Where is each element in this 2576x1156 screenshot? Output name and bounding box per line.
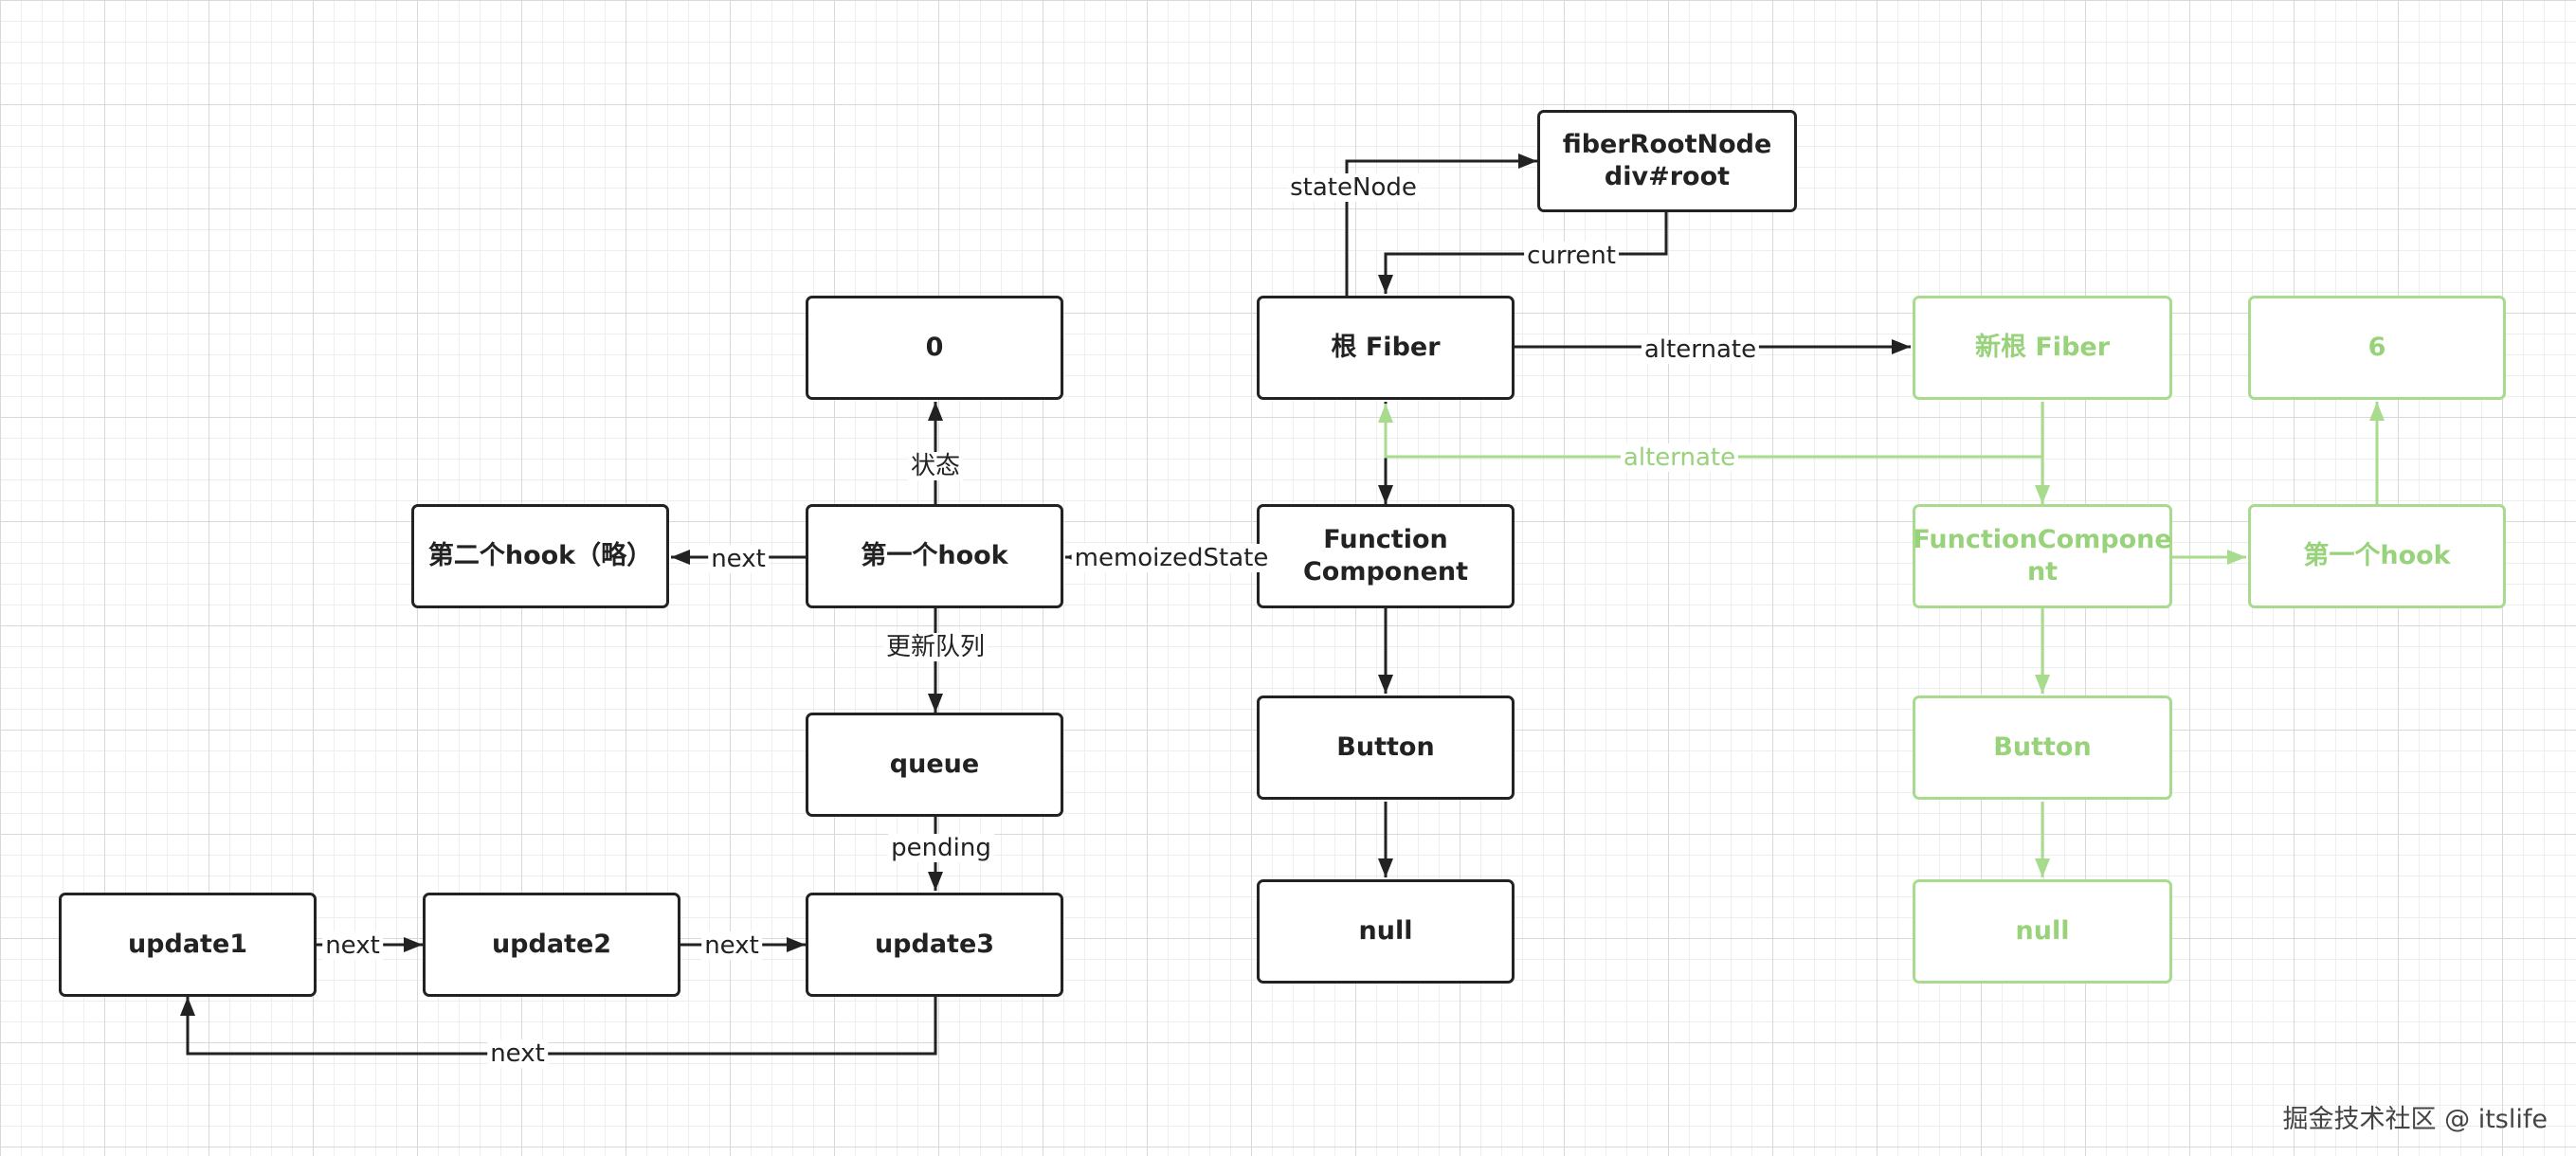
- function-component-node: Function Component: [1257, 504, 1515, 608]
- new-state-node: 6: [2248, 296, 2506, 400]
- root-fiber-node: 根 Fiber: [1257, 296, 1515, 400]
- label-memoized-state: memoizedState: [1071, 544, 1272, 572]
- edge-next-3-1: [180, 997, 937, 1056]
- new-function-component-node: FunctionCompone nt: [1913, 504, 2172, 608]
- second-hook-node: 第二个hook（略）: [411, 504, 669, 608]
- label-next-1-2: next: [322, 931, 383, 960]
- label-pending: pending: [888, 834, 994, 862]
- button-node: Button: [1257, 695, 1515, 800]
- queue-node: queue: [806, 713, 1063, 817]
- update3-node: update3: [806, 893, 1063, 997]
- update1-node: update1: [59, 893, 317, 997]
- label-next-2-3: next: [701, 931, 762, 960]
- edge-state-node: [1345, 154, 1537, 296]
- label-state: 状态: [907, 452, 964, 480]
- label-current: current: [1524, 242, 1619, 270]
- watermark: 掘金技术社区 @ itslife: [2282, 1105, 2548, 1134]
- new-first-hook-node: 第一个hook: [2248, 504, 2506, 608]
- fiber-root-node: fiberRootNode div#root: [1537, 110, 1797, 212]
- label-alternate-back: alternate: [1620, 443, 1739, 472]
- label-next-3-1: next: [487, 1039, 548, 1068]
- label-state-node: stateNode: [1287, 173, 1420, 202]
- null-node: null: [1257, 879, 1515, 984]
- label-update-queue: 更新队列: [882, 633, 989, 661]
- label-next-hook: next: [708, 545, 769, 573]
- new-null-node: null: [1913, 879, 2172, 984]
- first-hook-node: 第一个hook: [806, 504, 1063, 608]
- new-root-fiber-node: 新根 Fiber: [1913, 296, 2172, 400]
- update2-node: update2: [423, 893, 680, 997]
- label-alternate: alternate: [1641, 335, 1760, 364]
- state-zero-node: 0: [806, 296, 1063, 400]
- new-button-node: Button: [1913, 695, 2172, 800]
